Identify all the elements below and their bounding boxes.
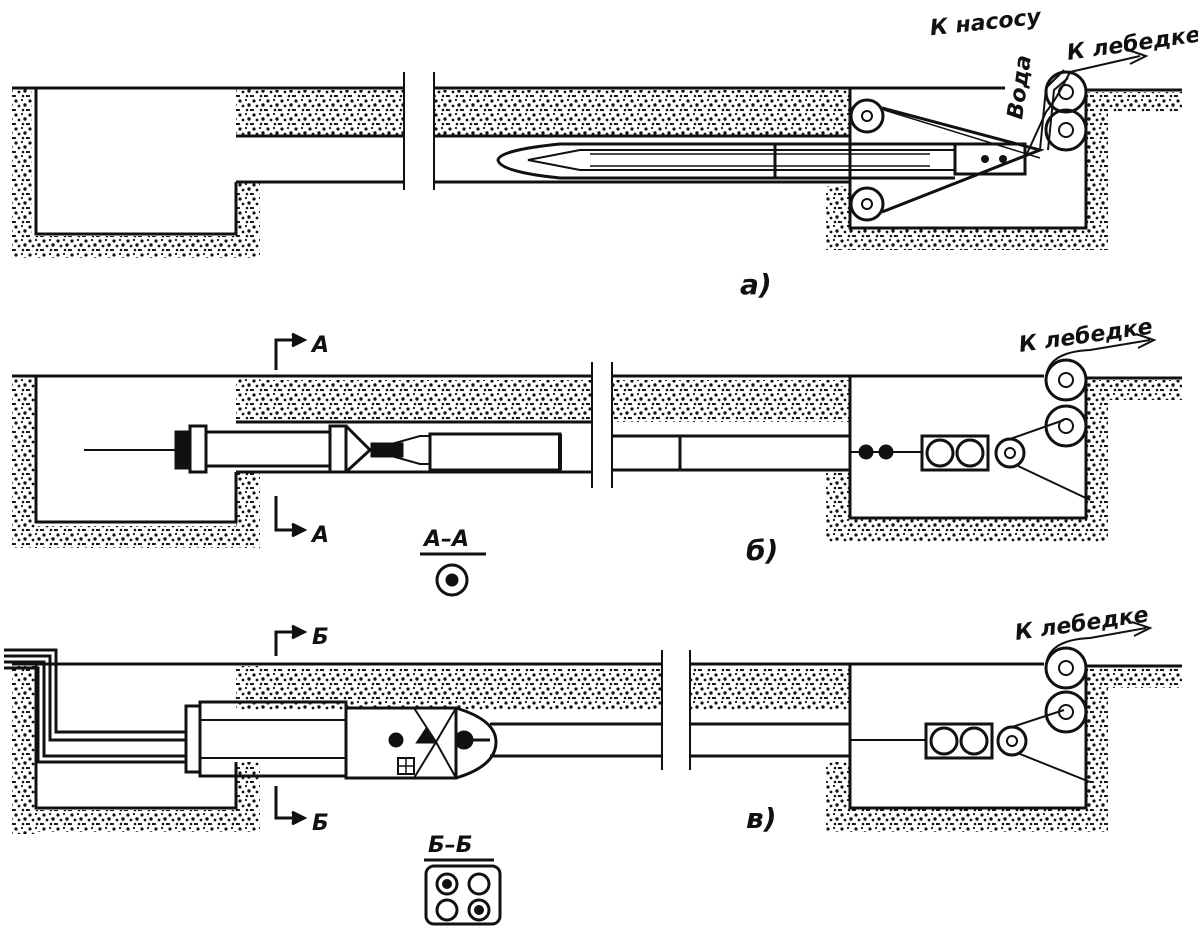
ground-lines-a [12,86,1182,236]
pulley-frame-a [849,49,1149,222]
section-mark-b-bottom: Б [312,811,329,836]
panel-b: А А А–А К лебедке б) [12,314,1182,597]
section-b-symbol [424,864,502,926]
boring-head-c [184,700,498,780]
section-a-symbol [435,563,469,597]
section-marks-c [274,624,308,826]
ground-soil-b [12,378,1182,548]
label-to-pump: К насосу [929,5,1044,42]
section-marks-b [274,332,308,538]
panel-a: К насосу Вода К лебедке а) [12,5,1198,301]
section-mark-a-top: А [310,333,329,358]
section-mark-a-bottom: А [310,523,329,548]
jack-assembly-b [84,424,562,474]
ground-lines-c [12,662,1182,810]
panel-c: Б Б Б–Б К лебедке в) [4,602,1182,926]
label-water: Вода [1003,53,1037,120]
caption-panel-b: б) [746,534,778,567]
caption-panel-c: в) [746,802,777,835]
hydro-nozzle-a [496,142,1027,180]
winch-c [850,621,1153,783]
pipe-c [490,650,850,770]
feed-hoses-c [4,648,186,764]
label-to-winch-a: К лебедке [1065,22,1198,65]
section-b-title: Б–Б [428,833,473,858]
pipe-b [236,362,850,488]
winch-b [850,333,1157,501]
label-to-winch-b: К лебедке [1017,314,1154,357]
ground-lines-b [12,374,1182,524]
section-mark-b-top: Б [312,625,329,650]
caption-panel-a: а) [740,268,772,301]
pipe-a [236,72,850,190]
ground-soil-a [12,88,1182,258]
section-a-title: А–А [422,527,469,552]
